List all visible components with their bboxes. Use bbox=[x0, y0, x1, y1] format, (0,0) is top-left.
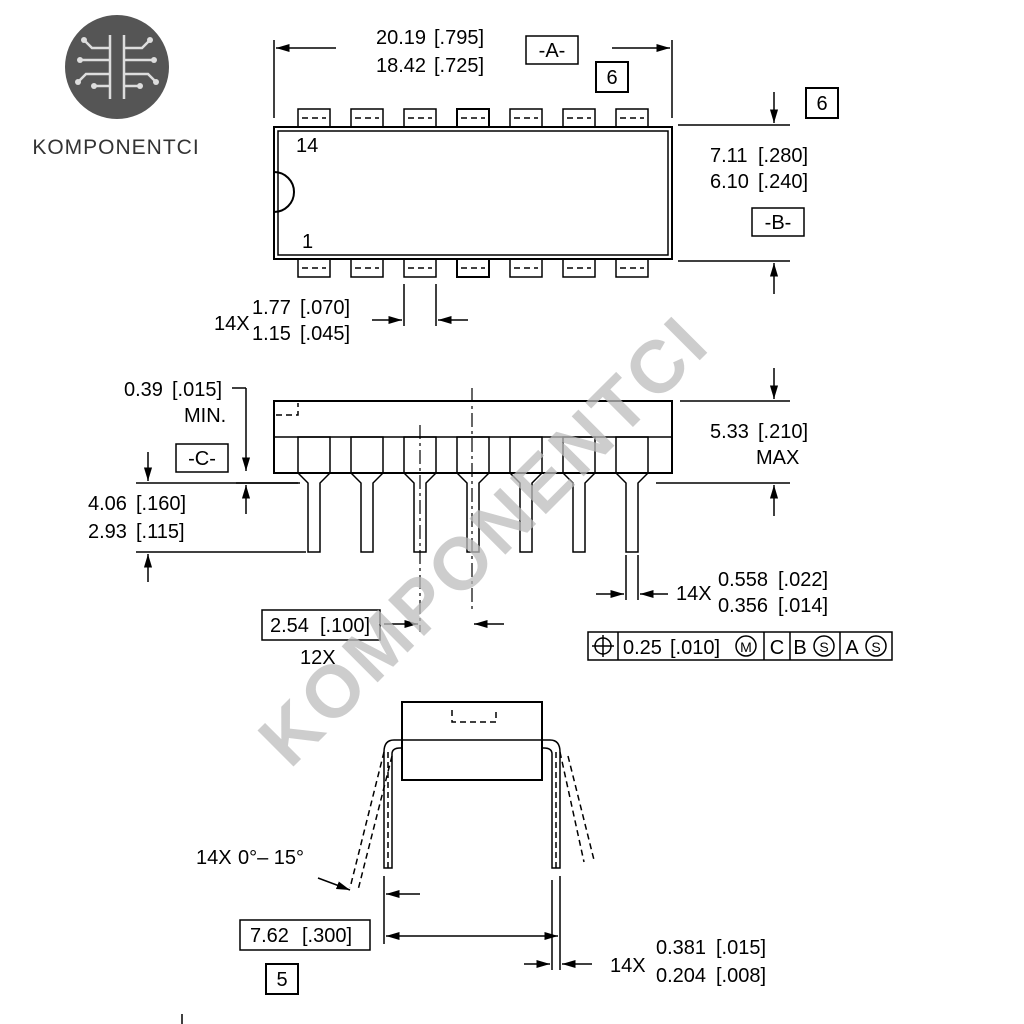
package-body-top bbox=[273, 126, 673, 260]
pin1-label: 1 bbox=[302, 231, 313, 253]
standoff-in: [.015] bbox=[172, 379, 222, 401]
height-max-in: [.210] bbox=[758, 421, 808, 443]
side-leads bbox=[297, 425, 649, 632]
length-min: 18.42 bbox=[376, 55, 426, 77]
pad-max-in: [.070] bbox=[300, 297, 350, 319]
logo-circuit-icon bbox=[65, 15, 169, 119]
top-view: 14 1 20.19 [.795] 18.42 [ bbox=[214, 27, 839, 345]
thickness-max: 0.381 bbox=[656, 937, 706, 959]
datum-c-ref: C bbox=[770, 637, 784, 659]
lead-width-max: 0.558 bbox=[718, 569, 768, 591]
watermark-text: KOMPONENTCI bbox=[243, 299, 725, 781]
pin1-notch bbox=[273, 171, 295, 213]
tolerance-in: [.010] bbox=[670, 637, 720, 659]
thickness-count: 14X bbox=[610, 955, 646, 977]
side-view: 0.39 [.015] MIN. -C- 5.33 [.210] MAX 4.0… bbox=[88, 368, 893, 669]
length-max-in: [.795] bbox=[434, 27, 484, 49]
pad-min-in: [.045] bbox=[300, 323, 350, 345]
pin14-label: 14 bbox=[296, 135, 318, 157]
lead-width-count: 14X bbox=[676, 583, 712, 605]
pad-max: 1.77 bbox=[252, 297, 291, 319]
logo-text: KOMPONENTCI bbox=[32, 136, 199, 159]
lead-width-min-in: [.014] bbox=[778, 595, 828, 617]
thickness-min: 0.204 bbox=[656, 965, 706, 987]
standoff-note: MIN. bbox=[184, 405, 226, 427]
position-tolerance-frame: 0.25 [.010] M C B S A S bbox=[587, 631, 893, 661]
width-min-in: [.240] bbox=[758, 171, 808, 193]
lead-width-max-in: [.022] bbox=[778, 569, 828, 591]
lead-length-min-in: [.115] bbox=[136, 521, 185, 543]
mmc-modifier: M bbox=[740, 639, 752, 655]
height-note: MAX bbox=[756, 447, 799, 469]
datum-b-box bbox=[751, 207, 805, 237]
datum-b: -B- bbox=[765, 212, 792, 234]
note-ref-6a: 6 bbox=[606, 67, 617, 89]
width-max: 7.11 bbox=[710, 145, 747, 167]
datum-b-ref: B bbox=[793, 637, 806, 659]
pad-min: 1.15 bbox=[252, 323, 291, 345]
standoff: 0.39 bbox=[124, 379, 163, 401]
lead-length-min: 2.93 bbox=[88, 521, 127, 543]
note-ref-6-box bbox=[595, 61, 629, 93]
note-ref-5-box bbox=[265, 963, 299, 995]
length-min-in: [.725] bbox=[434, 55, 484, 77]
datum-c: -C- bbox=[188, 448, 216, 470]
note-ref-6b: 6 bbox=[816, 93, 827, 115]
thickness-max-in: [.015] bbox=[716, 937, 766, 959]
height-max: 5.33 bbox=[710, 421, 749, 443]
bottom-pads bbox=[297, 258, 649, 278]
tolerance-value: 0.25 bbox=[623, 637, 662, 659]
pitch-box bbox=[261, 609, 381, 641]
width-min: 6.10 bbox=[710, 171, 749, 193]
datum-a: -A- bbox=[539, 40, 566, 62]
company-logo: KOMPONENTCI bbox=[32, 15, 199, 159]
left-lead bbox=[383, 739, 402, 869]
row-spacing-box bbox=[239, 919, 371, 951]
datum-c-box bbox=[175, 443, 229, 473]
end-view: 14X 0°– 15° 7.62 [.300] 5 14X 0.381 [.01… bbox=[181, 701, 766, 1024]
lead-width-min: 0.356 bbox=[718, 595, 768, 617]
row-spacing: 7.62 bbox=[250, 925, 289, 947]
top-pads bbox=[297, 108, 649, 128]
pitch-in: [.100] bbox=[320, 615, 370, 637]
package-body-end bbox=[401, 701, 543, 781]
pitch: 2.54 bbox=[270, 615, 309, 637]
lead-length-max-in: [.160] bbox=[136, 493, 186, 515]
angle-count: 14X bbox=[196, 847, 232, 869]
right-lead bbox=[542, 739, 561, 869]
thickness-min-in: [.008] bbox=[716, 965, 766, 987]
datum-a-ref: A bbox=[845, 637, 859, 659]
rfs-modifier-b: S bbox=[819, 639, 828, 655]
note-ref-6b-box bbox=[805, 87, 839, 119]
note-ref-5: 5 bbox=[276, 969, 287, 991]
row-spacing-in: [.300] bbox=[302, 925, 352, 947]
length-max: 20.19 bbox=[376, 27, 426, 49]
rfs-modifier-a: S bbox=[871, 639, 880, 655]
width-max-in: [.280] bbox=[758, 145, 808, 167]
lead-length-max: 4.06 bbox=[88, 493, 127, 515]
pitch-count: 12X bbox=[300, 647, 336, 669]
pad-count: 14X bbox=[214, 313, 250, 335]
datum-a-box bbox=[525, 35, 579, 65]
angle: 0°– 15° bbox=[238, 847, 304, 869]
